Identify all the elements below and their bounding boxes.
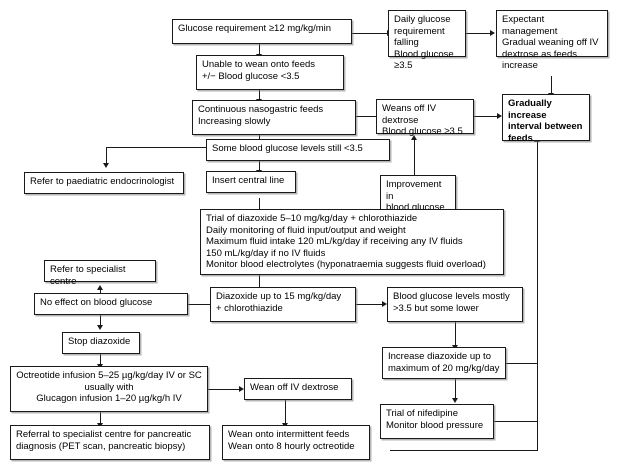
connector-glucose-to-unable <box>259 44 260 56</box>
connector-some-levels-down-left <box>106 147 107 165</box>
connector-some-levels-to-central-line <box>259 160 260 172</box>
arrowhead-gradually-increase <box>497 112 502 119</box>
node-glucose-requirement[interactable]: Glucose requirement ≥12 mg/kg/min <box>172 19 352 44</box>
node-gradually-increase-interval[interactable]: Gradually increase interval between feed… <box>502 94 590 144</box>
connector-no-effect-to-stop <box>100 315 101 327</box>
connector-diazoxide15-to-levels-mostly <box>355 304 382 305</box>
connector-glucose-to-daily <box>351 33 387 34</box>
connector-return-bus-vertical <box>537 142 538 451</box>
arrowhead-trial-nifedipine <box>451 398 458 403</box>
node-trial-of-nifedipine[interactable]: Trial of nifedipine Monitor blood pressu… <box>380 404 494 439</box>
node-diazoxide-up-to-15[interactable]: Diazoxide up to 15 mg/kg/day + chlorothi… <box>210 287 356 322</box>
connector-daily-to-expectant <box>465 33 490 34</box>
connector-expectant-to-gradually <box>551 76 552 95</box>
connector-central-line-to-trial <box>259 198 260 212</box>
arrowhead-wean-off-iv <box>239 385 244 392</box>
connector-nifedipine-to-return-bus <box>493 421 538 422</box>
connector-some-levels-left <box>106 147 207 148</box>
node-expectant-management[interactable]: Expectant management Gradual weaning off… <box>496 10 608 71</box>
connector-levels-mostly-to-increase <box>455 320 456 347</box>
connector-octreotide-to-referral <box>100 412 101 425</box>
node-continuous-nasogastric[interactable]: Continuous nasogastric feeds Increasing … <box>192 100 356 135</box>
node-wean-onto-intermittent[interactable]: Wean onto intermittent feeds Wean onto 8… <box>222 425 370 460</box>
node-octreotide-infusion[interactable]: Octreotide infusion 5–25 µg/kg/day IV or… <box>10 366 208 412</box>
connector-diazoxide15-to-no-effect <box>187 304 224 305</box>
connector-improvement-to-weans <box>414 140 415 176</box>
connector-wean-off-to-intermittent <box>285 400 286 425</box>
node-refer-specialist-centre[interactable]: Refer to specialist centre <box>44 260 156 287</box>
connector-increase-to-return-bus <box>505 363 538 364</box>
node-daily-glucose-falling[interactable]: Daily glucose requirement falling Blood … <box>388 10 466 71</box>
node-wean-off-iv-dextrose[interactable]: Wean off IV dextrose <box>244 378 352 400</box>
connector-trial-to-diazoxide15 <box>259 275 260 287</box>
node-improvement-blood-glucose[interactable]: Improvement in blood glucose <box>380 175 456 213</box>
node-increase-diazoxide-20[interactable]: Increase diazoxide up to maximum of 20 m… <box>382 347 506 379</box>
node-refer-paediatric-endocrinologist[interactable]: Refer to paediatric endocrinologist <box>24 172 184 194</box>
connector-continuous-to-weans <box>355 116 377 117</box>
node-referral-pancreatic[interactable]: Referral to specialist centre for pancre… <box>10 425 210 460</box>
node-trial-of-diazoxide[interactable]: Trial of diazoxide 5–10 mg/kg/day + chlo… <box>200 209 504 275</box>
connector-weans-to-gradually <box>473 116 497 117</box>
connector-stop-to-octreotide <box>100 354 101 366</box>
connector-intermittent-to-return-bus <box>390 450 538 451</box>
connector-octreotide-to-wean-off <box>207 389 239 390</box>
arrowhead-stop-diazoxide <box>96 325 103 330</box>
arrowhead-weans-from-improvement <box>410 135 417 140</box>
connector-increase-to-nifedipine <box>455 378 456 400</box>
node-insert-central-line[interactable]: Insert central line <box>206 171 296 193</box>
node-weans-off-iv-dextrose[interactable]: Weans off IV dextrose Blood glucose ≥3.5 <box>376 99 474 137</box>
arrowhead-levels-mostly <box>382 300 387 307</box>
node-levels-mostly-above[interactable]: Blood glucose levels mostly >3.5 but som… <box>387 287 523 322</box>
node-stop-diazoxide[interactable]: Stop diazoxide <box>62 332 140 354</box>
arrowhead-refer-paediatric <box>102 163 109 168</box>
connector-unable-to-continuous <box>259 89 260 101</box>
node-some-levels-still-low[interactable]: Some blood glucose levels still <3.5 <box>206 139 390 161</box>
arrowhead-expectant <box>490 29 495 36</box>
arrowhead-refer-specialist <box>96 285 103 290</box>
node-unable-to-wean[interactable]: Unable to wean onto feeds +/− Blood gluc… <box>196 55 344 90</box>
node-no-effect-on-blood-glucose[interactable]: No effect on blood glucose <box>34 293 188 315</box>
